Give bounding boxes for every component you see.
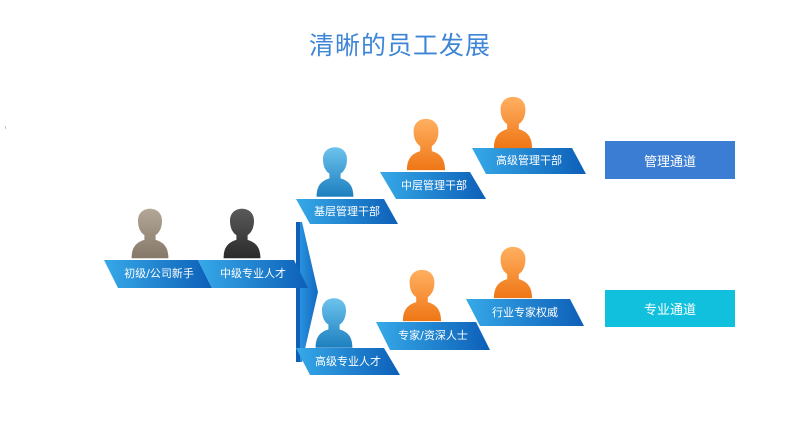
stray-mark — [5, 126, 6, 129]
level-label-senior-mgr: 高级管理干部 — [496, 154, 562, 167]
ribbon-authority — [466, 299, 584, 326]
level-label-senior-spec: 高级专业人才 — [315, 355, 381, 368]
person-authority-icon — [493, 246, 533, 299]
ribbon-senior-mgr — [472, 148, 586, 174]
level-label-entry: 初级/公司新手 — [124, 267, 194, 280]
level-label-grass-mgr: 基层管理干部 — [314, 205, 380, 218]
ribbon-senior-spec — [296, 348, 400, 375]
professional-track-box: 专业通道 — [605, 290, 735, 327]
management-track-box: 管理通道 — [605, 141, 735, 179]
person-mid-icon — [223, 208, 261, 259]
level-label-authority: 行业专家权威 — [492, 306, 558, 319]
person-entry-icon — [131, 208, 169, 259]
person-middle-mgr-icon — [406, 118, 446, 171]
ribbon-middle-mgr — [380, 172, 486, 199]
person-expert-icon — [402, 269, 442, 322]
ribbon-expert — [376, 322, 490, 350]
person-grass-mgr-icon — [316, 147, 354, 197]
ribbon-mid — [198, 260, 308, 288]
person-senior-mgr-icon — [493, 96, 533, 149]
level-label-expert: 专家/资深人士 — [398, 329, 468, 342]
fork-connector — [296, 222, 318, 362]
level-label-mid: 中级专业人才 — [220, 267, 286, 280]
ribbon-entry — [104, 260, 212, 288]
ribbon-grass-mgr — [296, 199, 398, 224]
page-title: 清晰的员工发展 — [308, 31, 491, 60]
person-senior-spec-icon — [315, 298, 353, 348]
level-label-middle-mgr: 中层管理干部 — [401, 179, 467, 192]
